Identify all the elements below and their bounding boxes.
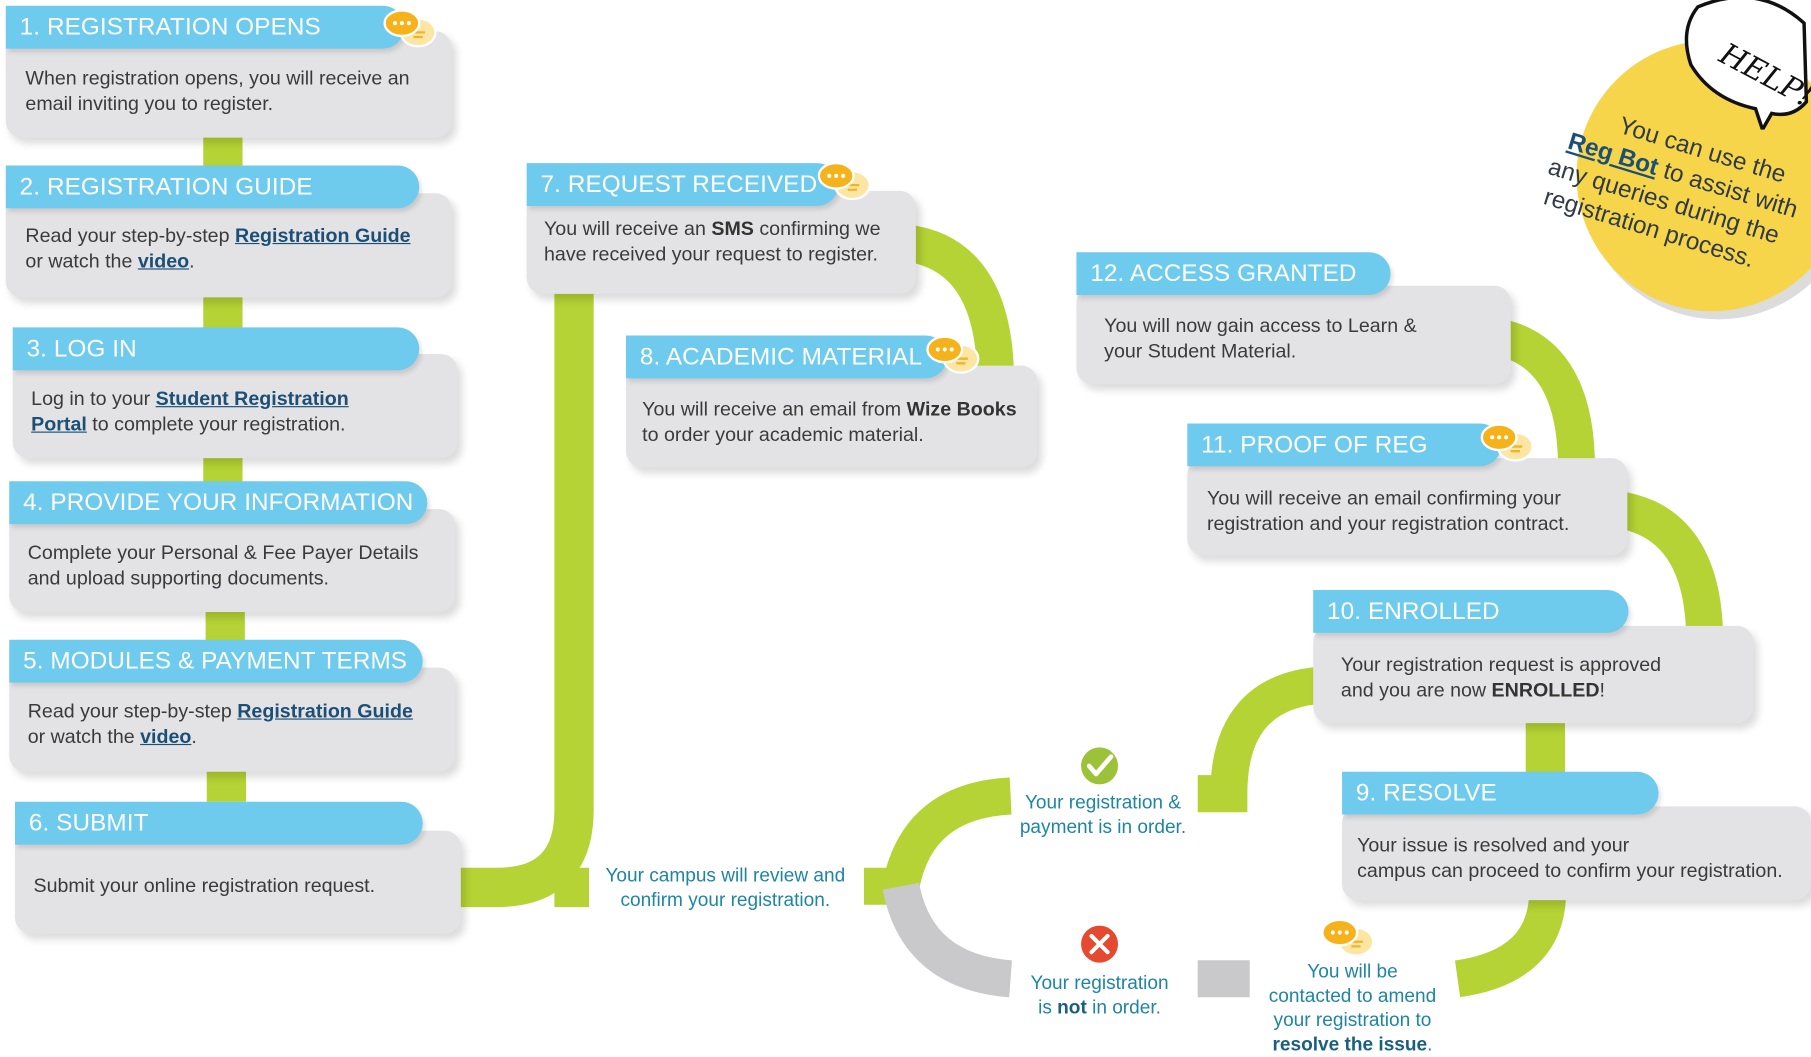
connector-in-order-10 — [1197, 666, 1328, 813]
step-4-card: Complete your Personal & Fee Payer Detai… — [9, 509, 456, 613]
chat-bubbles-icon — [1321, 918, 1375, 957]
step-6-card: Submit your online registration request. — [15, 830, 461, 934]
step-7-text: You will receive an SMS confirming we ha… — [543, 217, 881, 265]
step-2-text: Read your step-by-step Registration Guid… — [25, 224, 411, 272]
step-11-text: You will receive an email confirming you… — [1206, 487, 1570, 535]
contacted-note: You will be contacted to amend your regi… — [1268, 961, 1437, 1056]
registration-guide-link-2[interactable]: Registration Guide — [237, 699, 413, 722]
step-4-text: Complete your Personal & Fee Payer Detai… — [27, 541, 419, 589]
help-speech-bubble-icon: HELP! — [1684, 0, 1811, 130]
step-3-text: Log in to your Student Registration Port… — [31, 387, 349, 436]
chat-bubbles-icon — [383, 9, 437, 48]
not-in-order-note: Your registration is not in order. — [1030, 973, 1169, 1019]
step-4-title: 4. PROVIDE YOUR INFORMATION — [9, 481, 428, 525]
step-9-text: Your issue is resolved and your campus c… — [1357, 834, 1783, 882]
step-1-title: 1. REGISTRATION OPENS — [5, 5, 405, 49]
step-12-card: You will now gain access to Learn & your… — [1076, 285, 1511, 385]
connector-7-8 — [903, 224, 1015, 382]
step-5-text: Read your step-by-step Registration Guid… — [27, 699, 413, 748]
step-8-title: 8. ACADEMIC MATERIAL — [625, 335, 948, 379]
step-9-title: 9. RESOLVE — [1342, 771, 1659, 815]
step-8-card: You will receive an email from Wize Book… — [625, 365, 1038, 468]
step-6-title: 6. SUBMIT — [15, 801, 423, 845]
connector-10-11 — [1611, 490, 1724, 643]
step-9-card: Your issue is resolved and your campus c… — [1342, 806, 1811, 901]
step-6-text: Submit your online registration request. — [33, 874, 376, 897]
step-1-card: When registration opens, you will receiv… — [5, 31, 452, 138]
step-7-title: 7. REQUEST RECEIVED — [526, 163, 839, 206]
check-icon — [1081, 747, 1119, 785]
step-10-text: Your registration request is approved an… — [1340, 653, 1662, 702]
student-registration-portal-link[interactable]: Student Registration — [155, 387, 349, 410]
step-11-card: You will receive an email confirming you… — [1187, 458, 1628, 556]
step-2-card: Read your step-by-step Registration Guid… — [5, 193, 452, 298]
step-11-title: 11. PROOF OF REG — [1187, 423, 1502, 467]
video-link-2[interactable]: video — [140, 725, 192, 748]
video-link[interactable]: video — [137, 249, 190, 272]
step-5-card: Read your step-by-step Registration Guid… — [9, 667, 456, 772]
in-order-note: Your registration & payment is in order. — [1019, 792, 1187, 838]
step-10-card: Your registration request is approved an… — [1313, 625, 1754, 724]
step-7-card: You will receive an SMS confirming we ha… — [526, 190, 916, 294]
review-note: Your campus will review and confirm your… — [605, 865, 846, 911]
step-5-title: 5. MODULES & PAYMENT TERMS — [9, 639, 423, 683]
step-12-title: 12. ACCESS GRANTED — [1076, 252, 1391, 296]
step-3-card: Log in to your Student Registration Port… — [12, 354, 458, 459]
step-2-title: 2. REGISTRATION GUIDE — [5, 165, 420, 209]
chat-bubbles-icon — [817, 161, 871, 201]
cross-icon — [1081, 925, 1119, 963]
step-10-title: 10. ENROLLED — [1313, 590, 1629, 633]
student-registration-portal-link-cont[interactable]: Portal — [31, 413, 87, 436]
chat-bubbles-icon — [1480, 423, 1534, 462]
connector-review-not-in-order — [882, 882, 1013, 998]
connector-review-in-order — [863, 777, 1012, 905]
connector-6-7 — [448, 284, 594, 908]
step-1-text: When registration opens, you will receiv… — [25, 67, 410, 115]
step-8-text: You will receive an email from Wize Book… — [642, 397, 1017, 446]
registration-guide-link[interactable]: Registration Guide — [234, 224, 411, 247]
connector-contacted-9 — [1454, 890, 1567, 998]
chat-bubbles-icon — [926, 335, 980, 374]
step-3-title: 3. LOG IN — [12, 327, 420, 371]
step-12-text: You will now gain access to Learn & your… — [1104, 314, 1417, 363]
